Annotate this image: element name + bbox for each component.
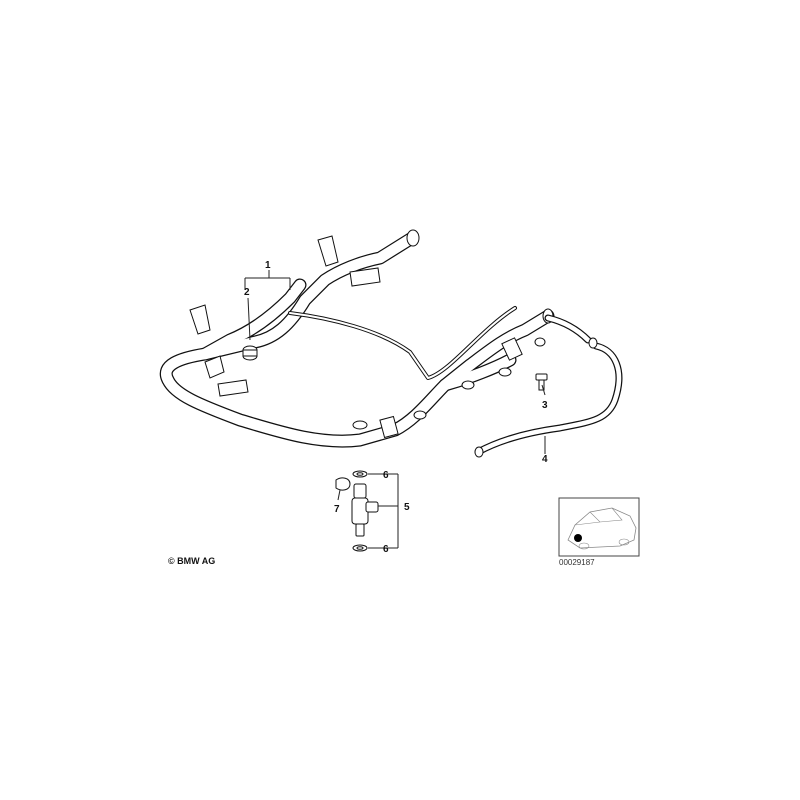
callout-3: 3	[542, 400, 548, 411]
mounting-bracket	[349, 267, 381, 287]
callout-1: 1	[265, 260, 271, 271]
location-marker-icon	[574, 534, 582, 542]
screw-part	[535, 373, 548, 391]
document-number: 00029187	[559, 558, 595, 567]
vehicle-locator-thumbnail	[558, 497, 640, 557]
clip-part	[335, 477, 351, 491]
plug-part	[242, 349, 258, 361]
copyright-text: © BMW AG	[168, 556, 215, 566]
callout-5: 5	[404, 502, 410, 513]
callout-6a: 6	[383, 470, 389, 481]
callout-6b: 6	[383, 544, 389, 555]
mounting-bracket	[204, 355, 225, 379]
callout-2: 2	[244, 287, 250, 298]
callout-7: 7	[334, 504, 340, 515]
callout-4: 4	[542, 454, 548, 465]
injector-part	[335, 470, 379, 552]
leader-lines	[244, 270, 546, 549]
fuel-hose-part	[474, 314, 623, 458]
callout-labels: 1 2 3 4 5 6 6 7	[244, 260, 548, 555]
mounting-bracket	[217, 379, 249, 397]
fuel-rail-assembly	[159, 229, 555, 448]
mounting-bracket	[189, 304, 211, 335]
mounting-bracket	[317, 235, 339, 267]
